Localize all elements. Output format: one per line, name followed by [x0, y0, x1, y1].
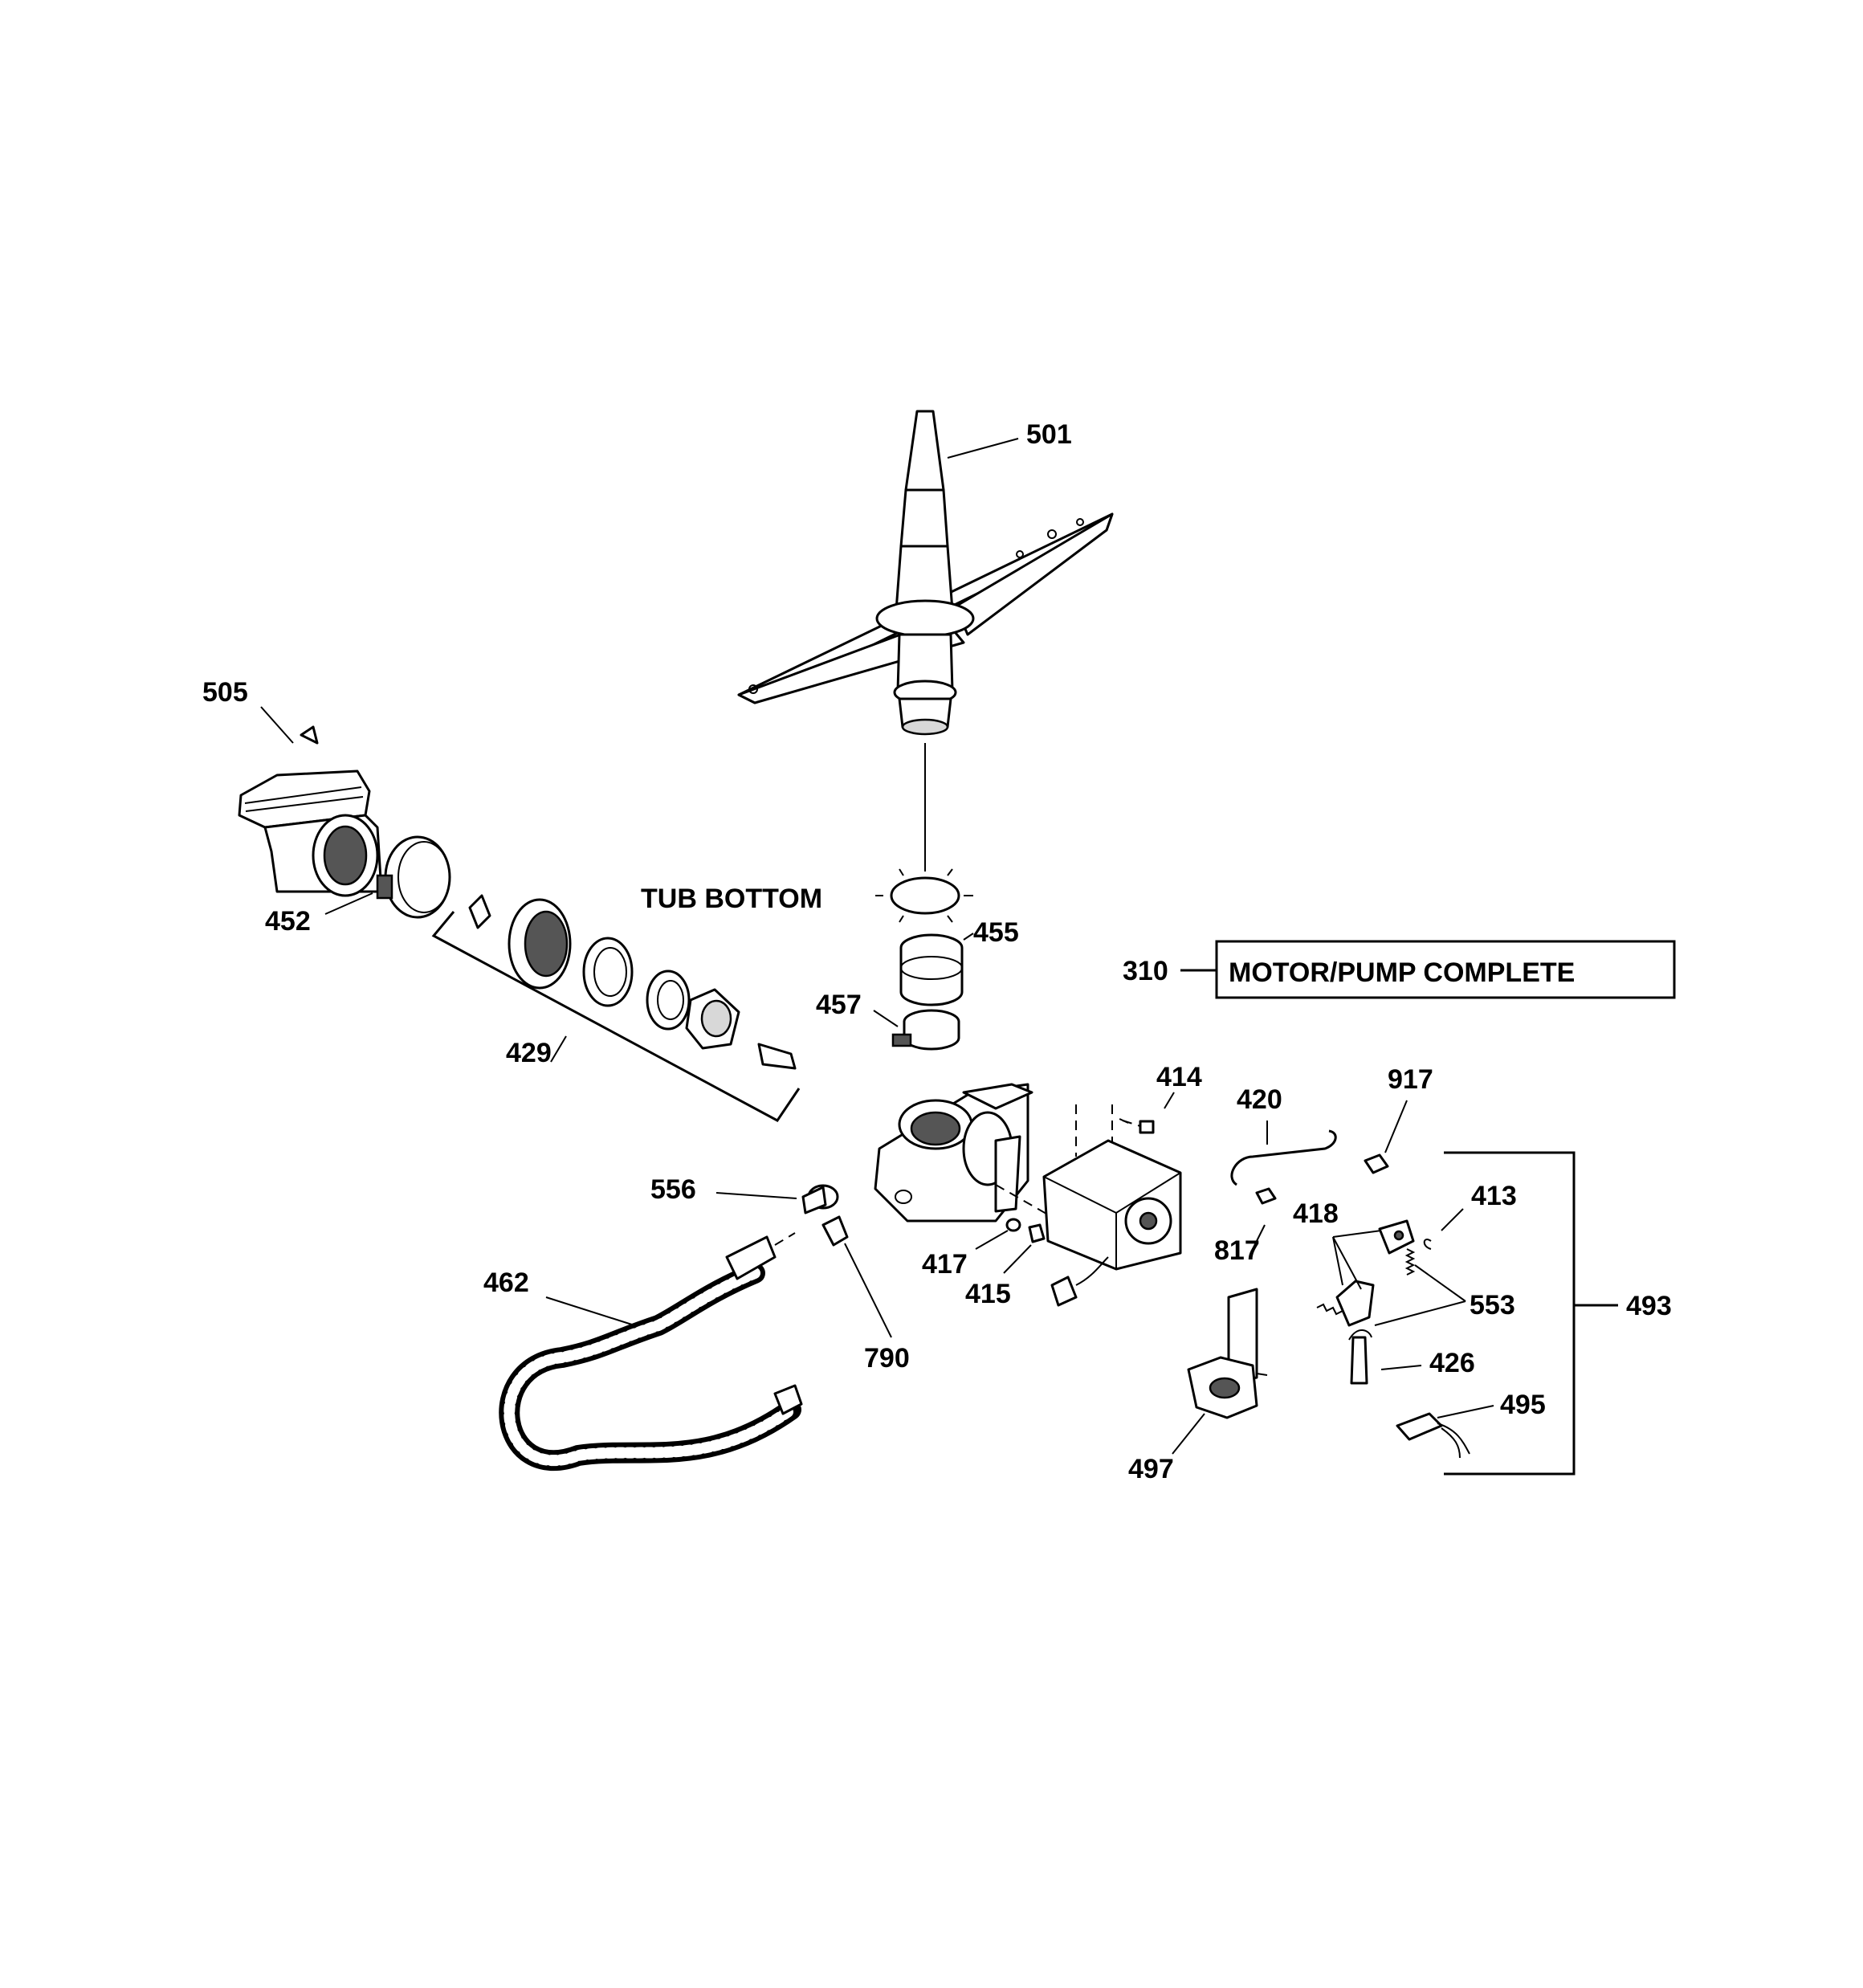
callout-457: 457 — [816, 990, 862, 1020]
callout-790: 790 — [864, 1343, 910, 1374]
callout-462: 462 — [483, 1268, 529, 1298]
bracket-493 — [1444, 1151, 1576, 1476]
tub-bottom-label: TUB BOTTOM — [641, 884, 822, 914]
callout-415: 415 — [965, 1279, 1011, 1309]
callout-426: 426 — [1429, 1348, 1475, 1378]
connector-495 — [1396, 1412, 1470, 1459]
pump-housing — [874, 1083, 1033, 1223]
callout-417: 417 — [922, 1249, 968, 1280]
fitting-556 — [801, 1184, 839, 1214]
solenoid-497 — [1187, 1288, 1268, 1419]
lever-418 — [1335, 1219, 1415, 1327]
sump-housing-505 — [238, 725, 383, 897]
callout-413: 413 — [1471, 1181, 1517, 1211]
callout-452: 452 — [265, 906, 311, 937]
pin-426 — [1348, 1329, 1372, 1385]
callout-493: 493 — [1626, 1291, 1672, 1321]
screw-414 — [1122, 1120, 1155, 1134]
callout-917: 917 — [1388, 1064, 1433, 1095]
seal-455 — [899, 933, 964, 1006]
link-420 — [1230, 1129, 1337, 1186]
callout-497: 497 — [1128, 1454, 1174, 1484]
clamp-457 — [891, 1009, 960, 1051]
clamp-452 — [376, 835, 451, 919]
hose-462 — [499, 1232, 803, 1472]
spring-553-b — [1316, 1303, 1347, 1318]
leader-501 — [947, 438, 1019, 459]
callout-418: 418 — [1293, 1198, 1339, 1229]
screw-917 — [1364, 1153, 1389, 1174]
motor — [1042, 1139, 1182, 1307]
callout-495: 495 — [1500, 1390, 1546, 1420]
callout-310: 310 — [1123, 956, 1168, 986]
callout-455: 455 — [973, 917, 1019, 948]
callout-429: 429 — [506, 1038, 552, 1068]
washer-417 — [1005, 1218, 1021, 1232]
callout-556: 556 — [650, 1174, 696, 1205]
screw-817 — [1255, 1187, 1277, 1205]
clip-413 — [1423, 1239, 1432, 1250]
motor-pump-complete-box — [1215, 940, 1676, 999]
callout-501: 501 — [1026, 419, 1072, 450]
callout-553: 553 — [1470, 1290, 1515, 1321]
kit-429 — [468, 894, 797, 1070]
callout-420: 420 — [1237, 1084, 1282, 1115]
nut-415 — [1028, 1223, 1046, 1243]
motor-pump-complete-label: MOTOR/PUMP COMPLETE — [1229, 957, 1575, 988]
callout-414: 414 — [1156, 1062, 1202, 1092]
bracket-429 — [431, 911, 801, 1122]
tub-bottom-gasket — [890, 876, 960, 915]
clamp-790 — [821, 1215, 849, 1247]
callout-817: 817 — [1214, 1235, 1260, 1266]
callout-505: 505 — [202, 677, 248, 708]
spring-553-a — [1404, 1248, 1416, 1276]
spray-arm-assembly — [737, 410, 1114, 736]
